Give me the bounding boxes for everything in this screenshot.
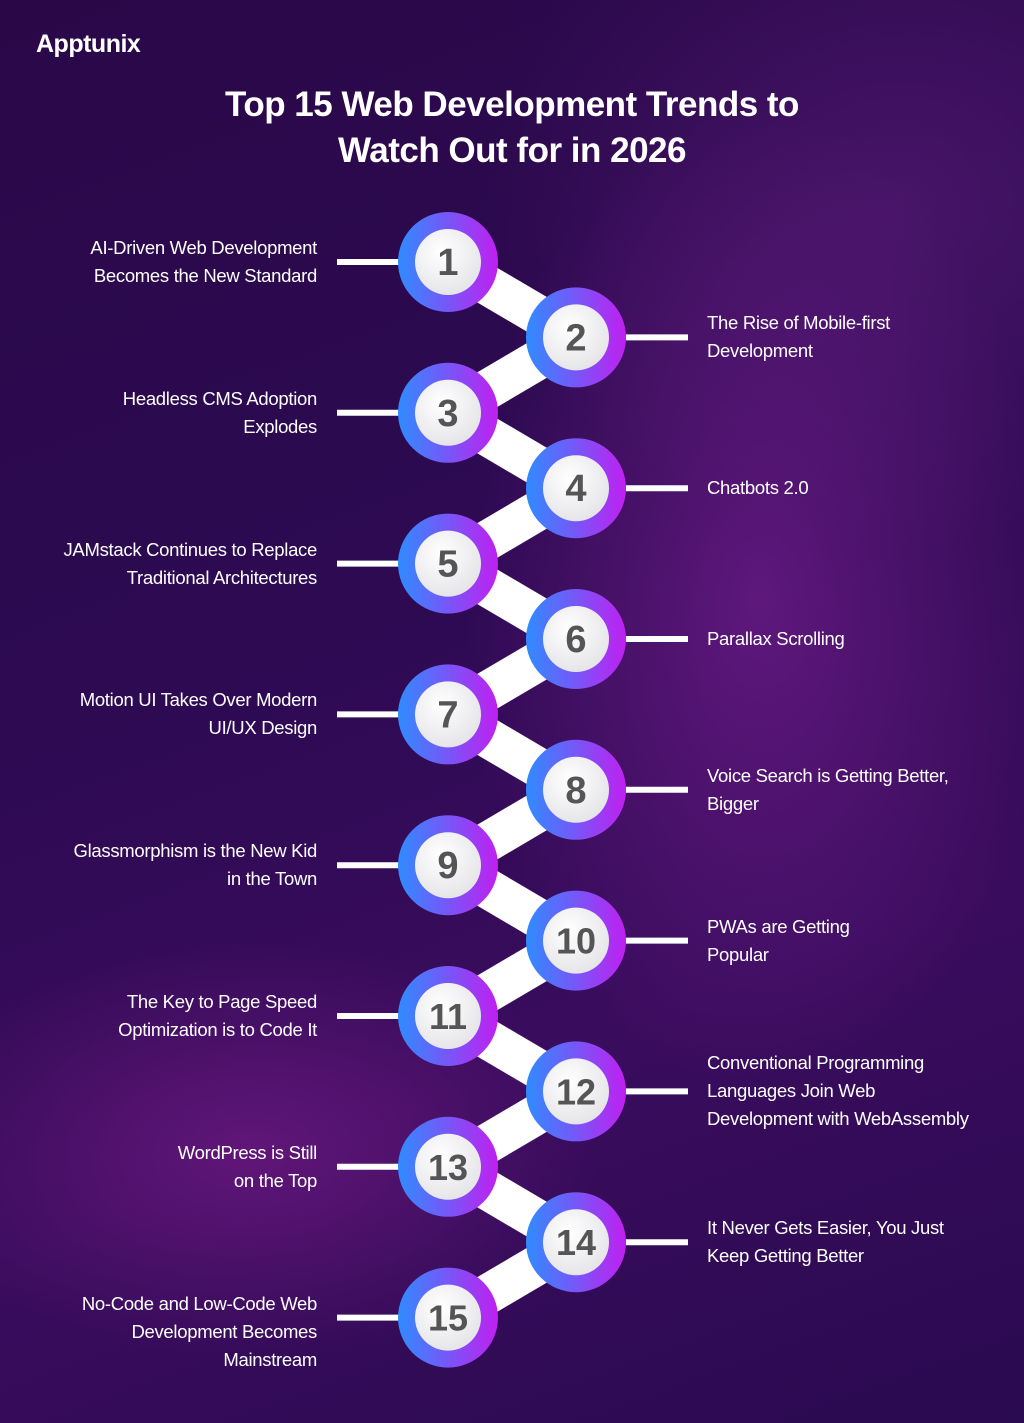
node-face	[415, 530, 481, 597]
trend-label-line: Optimization is to Code It	[118, 1019, 317, 1040]
trend-label-9: Glassmorphism is the New Kid in the Town	[73, 837, 318, 893]
trend-label-line: The Rise of Mobile-first	[707, 312, 890, 334]
trend-label-13: WordPress is Still on the Top	[177, 1139, 318, 1195]
trend-number: 3	[437, 393, 458, 435]
trend-number: 14	[556, 1222, 596, 1263]
node-face	[415, 1133, 481, 1200]
trend-number: 9	[437, 845, 458, 887]
trend-number: 10	[556, 921, 596, 962]
trend-node-15: 15	[398, 1267, 498, 1368]
node-face	[543, 1209, 609, 1276]
trend-number: 13	[428, 1147, 468, 1188]
node-face	[543, 756, 609, 823]
node-face	[543, 304, 609, 371]
title-line-1: Top 15 Web Development Trends to	[225, 85, 799, 124]
node-face	[415, 983, 481, 1049]
trend-label-line: Voice Search is Getting Better,	[707, 764, 949, 786]
node-face	[543, 606, 609, 672]
node-face	[415, 229, 481, 295]
trend-label-line: Parallax Scrolling	[707, 628, 845, 649]
trend-label-line: PWAs are Getting	[707, 915, 850, 937]
trend-label-4: Chatbots 2.0	[707, 474, 809, 502]
trend-label-line: Traditional Architectures	[126, 566, 318, 588]
trend-label-line: Development Becomes	[131, 1320, 317, 1342]
trend-number: 2	[565, 317, 586, 359]
trend-number: 15	[428, 1298, 468, 1339]
connector-path	[337, 244, 688, 1335]
trend-node-14: 14	[526, 1192, 626, 1293]
trend-label-line: Mainstream	[223, 1348, 317, 1370]
trend-number: 5	[437, 544, 458, 586]
trend-label-line: UI/UX Design	[208, 717, 318, 739]
trend-label-line: AI-Driven Web Development	[90, 237, 317, 258]
trend-label-line: It Never Gets Easier, You Just	[707, 1217, 944, 1239]
trend-label-line: Popular	[707, 943, 769, 965]
trend-number: 7	[437, 694, 458, 736]
trend-label-line: on the Top	[233, 1169, 317, 1191]
node-face	[415, 832, 481, 899]
trend-node-2: 2	[526, 287, 626, 388]
trend-node-10: 10	[526, 890, 626, 991]
node-face	[415, 379, 481, 446]
trend-label-6: Parallax Scrolling	[707, 625, 845, 653]
trend-node-9: 9	[398, 815, 498, 916]
page-title: Top 15 Web Development Trends to Watch O…	[0, 82, 1024, 174]
node-face	[543, 907, 609, 974]
trend-label-line: No-Code and Low-Code Web	[81, 1292, 317, 1314]
trend-label-line: Development	[707, 340, 813, 362]
trend-label-line: Languages Join Web	[707, 1080, 876, 1102]
apptunix-logo: Apptunix	[36, 30, 141, 58]
trend-label-line: Chatbots 2.0	[707, 477, 809, 499]
trend-node-3: 3	[398, 362, 498, 463]
trend-node-4: 4	[526, 438, 626, 539]
trend-node-6: 6	[526, 589, 626, 689]
trend-label-line: Keep Getting Better	[707, 1245, 864, 1267]
trend-node-13: 13	[398, 1116, 498, 1217]
trend-label-line: Headless CMS Adoption	[122, 387, 318, 409]
trend-node-12: 12	[526, 1041, 626, 1142]
trend-label-8: Voice Search is Getting Better, Bigger	[707, 762, 949, 818]
trend-label-line: Development with WebAssembly	[707, 1108, 969, 1130]
node-face	[415, 681, 481, 748]
trend-node-11: 11	[398, 966, 498, 1066]
node-face	[543, 1058, 609, 1125]
trend-number: 12	[556, 1071, 596, 1112]
trend-label-line: Motion UI Takes Over Modern	[79, 689, 318, 711]
trend-number: 8	[565, 770, 586, 812]
trend-label-line: Explodes	[243, 415, 317, 437]
trend-label-line: Glassmorphism is the New Kid	[73, 840, 318, 862]
trend-label-line: Bigger	[707, 792, 759, 814]
trend-label-line: in the Town	[227, 868, 317, 890]
node-face	[415, 1284, 481, 1351]
title-line-2: Watch Out for in 2026	[338, 131, 686, 170]
node-face	[543, 455, 609, 522]
trend-node-5: 5	[398, 513, 498, 614]
trend-label-line: The Key to Page Speed	[126, 991, 317, 1012]
trend-label-line: WordPress is Still	[177, 1141, 318, 1163]
trend-label-line: JAMstack Continues to Replace	[63, 538, 317, 560]
trend-node-7: 7	[398, 664, 498, 765]
trend-number: 6	[565, 619, 586, 661]
trend-number: 11	[429, 996, 467, 1037]
trend-node-1: 1	[398, 212, 498, 312]
trend-label-line: Conventional Programming	[707, 1052, 924, 1074]
trend-node-8: 8	[526, 739, 626, 840]
trend-number: 1	[437, 242, 458, 284]
trend-label-line: Becomes the New Standard	[93, 265, 317, 286]
trend-number: 4	[565, 468, 586, 510]
